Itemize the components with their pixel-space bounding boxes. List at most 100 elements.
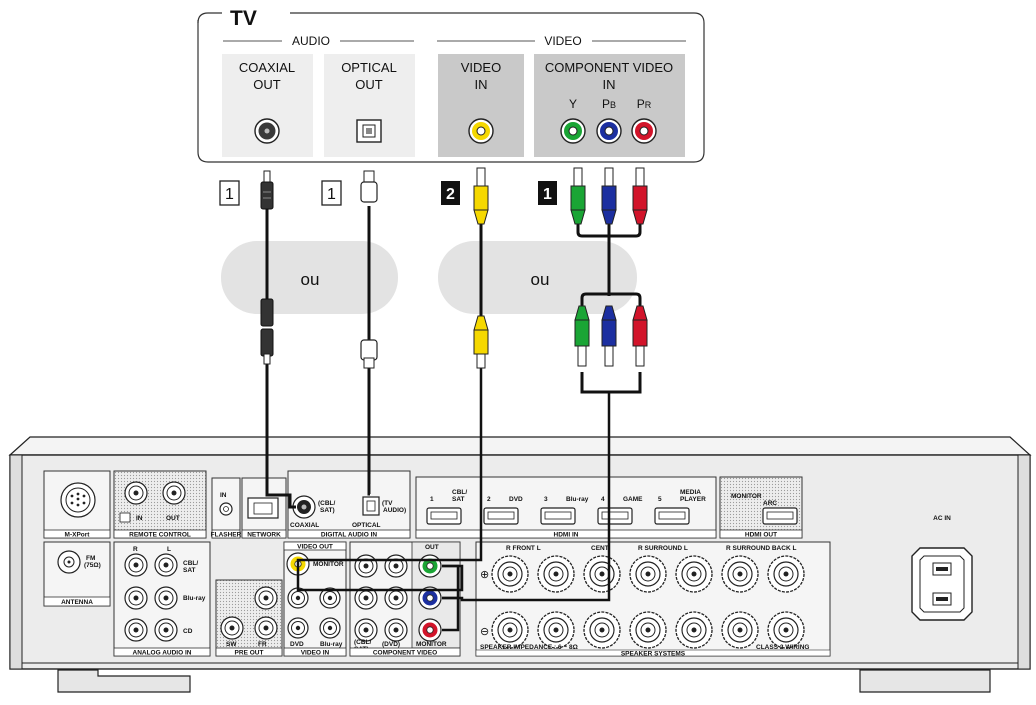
svg-text:AUDIO): AUDIO): [383, 507, 406, 514]
tv-pb-jack-icon: [596, 118, 622, 144]
speaker-terminal-icon: [491, 555, 529, 593]
svg-text:ARC: ARC: [763, 500, 777, 507]
svg-text:(CBL/: (CBL/: [318, 500, 336, 507]
svg-text:HDMI IN: HDMI IN: [554, 532, 579, 539]
svg-text:Blu-ray: Blu-ray: [183, 595, 206, 602]
analog-in-jack-icon: [124, 586, 148, 610]
component-plug-top-pb-icon: [601, 167, 617, 225]
svg-text:VIDEO IN: VIDEO IN: [301, 650, 330, 657]
svg-text:COAXIAL: COAXIAL: [290, 522, 319, 529]
tv-title: TV: [230, 7, 257, 30]
hdmi-out-section: MONITOR ARC HDMI OUT: [719, 476, 803, 539]
svg-text:DVD: DVD: [290, 641, 304, 648]
svg-text:R: R: [133, 546, 138, 553]
component-in-jack-icon: [354, 586, 378, 610]
analog-audio-in-section: R L CBL/SAT Blu-ray CD ANALOG AUDIO IN: [113, 541, 211, 657]
svg-text:PRE OUT: PRE OUT: [235, 650, 264, 657]
video-plug-top-icon: [473, 167, 489, 225]
video-cable-lower: [296, 362, 483, 592]
svg-text:VIDEO OUT: VIDEO OUT: [297, 544, 333, 551]
remote-control-section: IN OUT REMOTE CONTROL: [113, 470, 207, 539]
svg-text:(TV: (TV: [382, 500, 393, 507]
hdmi-input-label-4: 3: [544, 496, 548, 503]
or-label-audio: ou: [301, 270, 320, 289]
component-in-jack-icon: [354, 618, 378, 642]
receiver-component-y-jack-icon: [418, 554, 442, 578]
svg-text:R SURROUND BACK L: R SURROUND BACK L: [726, 545, 796, 552]
optical-plug-bottom-icon: [360, 339, 378, 369]
hdmi-input-label-8: 5: [658, 496, 662, 503]
tv-y-label: Y: [569, 97, 577, 111]
speaker-terminal-icon: [537, 611, 575, 649]
speaker-terminal-icon: [721, 611, 759, 649]
hdmi-input-label-5: Blu-ray: [566, 496, 589, 503]
hdmi-input-label-1: CBL/: [452, 489, 467, 496]
svg-text:CLASS 2 WIRING: CLASS 2 WIRING: [756, 644, 809, 651]
tv-video-jack-icon: [468, 118, 494, 144]
hdmi-input-label-2: 2: [487, 496, 491, 503]
coaxial-plug-bottom-icon: [260, 298, 274, 365]
svg-text:ANTENNA: ANTENNA: [61, 599, 93, 606]
svg-text:SPEAKER SYSTEMS: SPEAKER SYSTEMS: [621, 651, 686, 658]
component-in-jack-icon: [384, 554, 408, 578]
speaker-terminal-icon: [767, 555, 805, 593]
analog-in-jack-icon: [154, 586, 178, 610]
remote-control-label: REMOTE CONTROL: [129, 532, 191, 539]
svg-text:OUT: OUT: [166, 515, 180, 522]
svg-text:Blu-ray: Blu-ray: [320, 641, 343, 648]
digital-audio-in-section: (CBL/ SAT) (TV AUDIO) COAXIAL OPTICAL DI…: [287, 470, 411, 539]
coaxial-cable-lower: [265, 364, 296, 509]
svg-text:R FRONT L: R FRONT L: [506, 545, 541, 552]
hdmi-input-label-6: 4: [601, 496, 605, 503]
or-oval-video: [438, 241, 637, 314]
hdmi-input-label-0: 1: [430, 496, 434, 503]
tv-optical-label-2: OUT: [355, 77, 383, 92]
tv-panel: TV AUDIO VIDEO COAXIAL OUT OPTICAL OUT V…: [197, 7, 705, 163]
optical-plug-top-icon: [360, 170, 378, 203]
component-in-jack-icon: [354, 554, 378, 578]
tv-optical-label-1: OPTICAL: [341, 60, 397, 75]
svg-text:ANALOG AUDIO IN: ANALOG AUDIO IN: [133, 650, 192, 657]
component-harness: [442, 564, 460, 632]
tv-optical-jack-icon: [356, 119, 382, 143]
video-in-jack-icon: [319, 587, 341, 609]
video-plug-bottom-icon: [473, 315, 489, 369]
svg-text:1: 1: [327, 186, 336, 203]
component-plug-top-y-icon: [570, 167, 586, 225]
svg-text:1: 1: [543, 186, 552, 203]
receiver-component-pb-jack-icon: [418, 586, 442, 610]
svg-text:MONITOR: MONITOR: [313, 561, 344, 568]
analog-in-jack-icon: [124, 553, 148, 577]
badge-video: 2: [441, 181, 460, 205]
svg-text:IN: IN: [220, 492, 227, 499]
svg-text:OPTICAL: OPTICAL: [352, 522, 381, 529]
speaker-terminal-icon: [629, 555, 667, 593]
tv-pr-jack-icon: [631, 118, 657, 144]
svg-text:2: 2: [446, 186, 455, 203]
analog-in-jack-icon: [124, 618, 148, 642]
tv-pr-label: PR: [637, 97, 652, 111]
hdmi-input-label-1: SAT: [452, 496, 465, 503]
audio-group-label: AUDIO: [292, 34, 330, 48]
speaker-terminal-icon: [537, 555, 575, 593]
speaker-terminal-icon: [629, 611, 667, 649]
or-label-video: ou: [531, 270, 550, 289]
optical-cable-lower: [367, 362, 371, 496]
video-in-jack-icon: [319, 617, 341, 639]
video-in-jack-icon: [287, 617, 309, 639]
speaker-terminal-icon: [675, 555, 713, 593]
speaker-terminal-icon: [767, 611, 805, 649]
component-plug-bottom-y-icon: [574, 305, 590, 367]
tv-coaxial-jack-icon: [254, 118, 280, 144]
svg-text:NETWORK: NETWORK: [247, 532, 281, 539]
component-in-jack-icon: [384, 618, 408, 642]
badge-component: 1: [538, 181, 557, 205]
svg-text:CENT: CENT: [591, 545, 609, 552]
svg-text:(75Ω): (75Ω): [84, 562, 101, 569]
ac-in-section: AC IN: [911, 515, 973, 621]
badge-optical: 1: [321, 180, 342, 206]
svg-text:SW: SW: [226, 641, 237, 648]
svg-text:FM: FM: [86, 555, 95, 562]
svg-text:IN: IN: [136, 515, 143, 522]
